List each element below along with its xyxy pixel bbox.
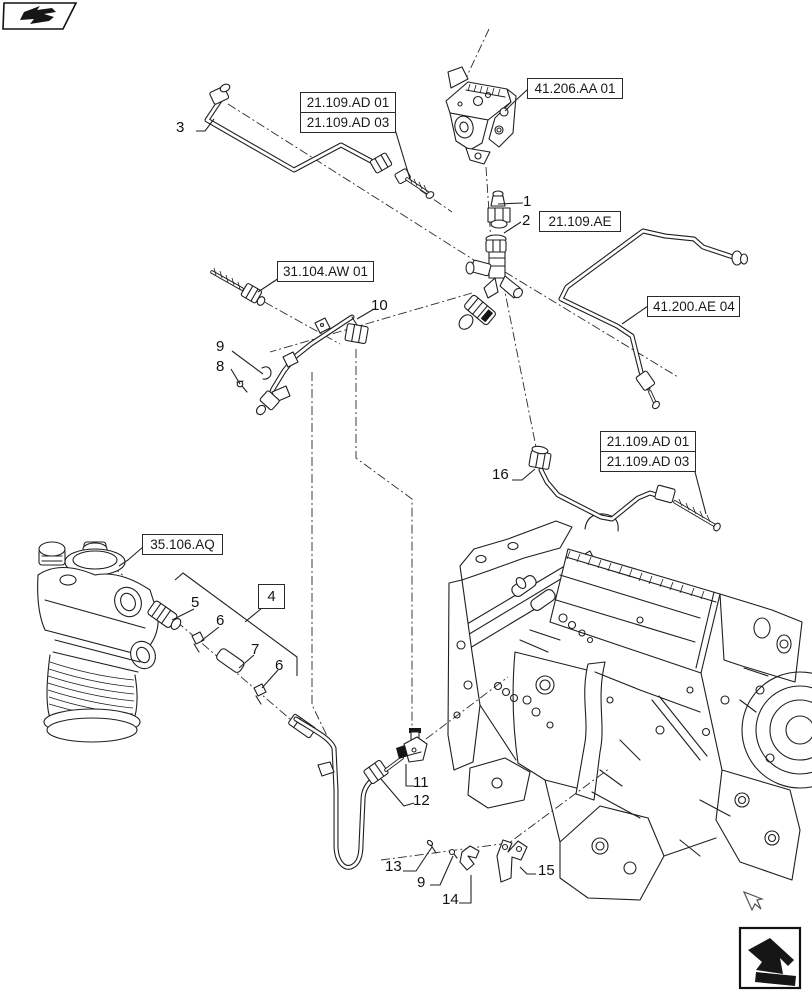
valve-part-11 (396, 728, 428, 763)
tube-part-16 (528, 445, 721, 532)
mouse-cursor-icon (742, 890, 765, 912)
group-4-bracket (174, 572, 298, 676)
tube-part-10 (255, 314, 369, 416)
ref-box-41200ae04[interactable]: 41.200.AE 04 (647, 296, 740, 317)
transmission-housing (447, 513, 812, 901)
part-number-3: 3 (176, 119, 185, 136)
screw-part-13 (426, 839, 437, 854)
part-number-9a: 9 (216, 338, 225, 355)
part-number-15: 15 (538, 862, 555, 879)
part-number-9b: 9 (417, 874, 426, 891)
plug-part-5 (147, 600, 182, 630)
ref-box-41206aa01[interactable]: 41.206.AA 01 (527, 78, 623, 99)
ref-box-21109ae[interactable]: 21.109.AE (539, 211, 621, 232)
clip-part-14 (459, 845, 480, 871)
part-number-16: 16 (492, 466, 509, 483)
leader-lines (118, 88, 707, 904)
part-number-13: 13 (385, 858, 402, 875)
prev-page-icon[interactable] (2, 2, 78, 30)
center-lines (111, 28, 679, 861)
rod-31104 (210, 267, 266, 306)
hydraulic-pump (445, 66, 517, 165)
filter-canister (37, 541, 159, 743)
part-number-7: 7 (251, 641, 260, 658)
part-number-11: 11 (413, 774, 429, 791)
ref-box-21109ad03-right[interactable]: 21.109.AD 03 (600, 451, 696, 472)
hose-11-12 (293, 716, 404, 870)
part-number-6a: 6 (216, 612, 225, 629)
bracket-part-15 (496, 839, 528, 883)
screw-part-8 (236, 380, 248, 393)
clamp-part-6b (253, 683, 267, 705)
part-number-6b: 6 (275, 657, 284, 674)
fitting-part-1 (487, 190, 511, 229)
ref-box-21109ad01-top[interactable]: 21.109.AD 01 (300, 92, 396, 113)
screw-part-9b (448, 848, 458, 859)
ref-box-21109ad01-right[interactable]: 21.109.AD 01 (600, 431, 696, 452)
part-number-8: 8 (216, 358, 225, 375)
part-number-2: 2 (522, 212, 531, 229)
ref-box-35106aq[interactable]: 35.106.AQ (142, 534, 223, 555)
tube-part-3 (204, 83, 435, 199)
clamp-part-9 (261, 366, 272, 380)
next-page-icon[interactable] (738, 926, 802, 990)
ref-box-group-4[interactable]: 4 (258, 584, 285, 609)
sleeve-part-7 (216, 648, 245, 673)
ref-box-21109ad03-top[interactable]: 21.109.AD 03 (300, 112, 396, 133)
part-number-10: 10 (371, 297, 388, 314)
part-number-5: 5 (191, 594, 200, 611)
clamp-part-6a (191, 631, 205, 653)
tube-41200-ae04 (558, 228, 749, 410)
part-number-12: 12 (413, 792, 430, 809)
valve-part-2 (458, 234, 523, 330)
ref-box-31104aw01[interactable]: 31.104.AW 01 (277, 261, 374, 282)
part-number-1: 1 (523, 193, 532, 210)
part-number-14: 14 (442, 891, 459, 908)
